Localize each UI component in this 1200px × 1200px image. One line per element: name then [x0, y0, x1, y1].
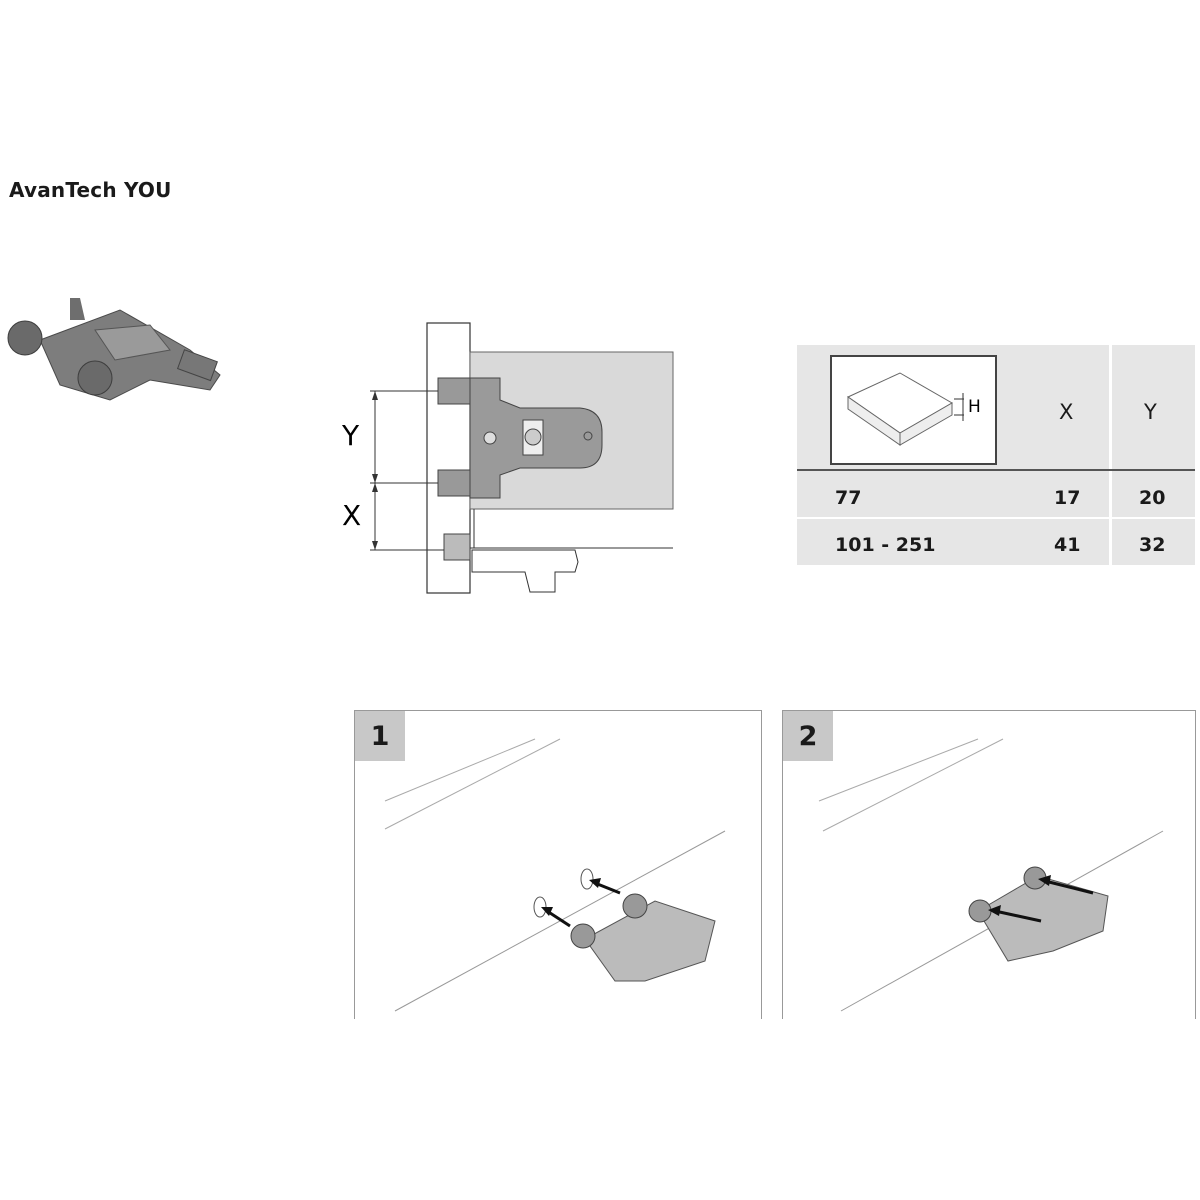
- step-1-illustration: [384, 738, 726, 1012]
- mounting-dimension-diagram: Y X: [341, 322, 674, 594]
- step-2-illustration: [818, 738, 1164, 1012]
- drawer-height-thumbnail: H: [830, 355, 997, 465]
- dimension-label-y: Y: [341, 419, 360, 452]
- column-header-y: Y: [1144, 400, 1157, 424]
- product-title: AvanTech YOU: [9, 178, 172, 202]
- column-header-x: X: [1059, 400, 1074, 424]
- drawer-height-icon: H: [846, 372, 981, 446]
- step-number: 1: [355, 711, 405, 761]
- dimension-table: H X Y 77 17 20 101 - 251 41 32: [797, 345, 1195, 565]
- dimension-label-x: X: [342, 499, 361, 532]
- step-number: 2: [783, 711, 833, 761]
- step-1-panel: 1: [354, 710, 762, 1019]
- connector-product-image: [7, 298, 221, 401]
- step-2-panel: 2: [782, 710, 1196, 1019]
- svg-text:H: H: [968, 397, 981, 417]
